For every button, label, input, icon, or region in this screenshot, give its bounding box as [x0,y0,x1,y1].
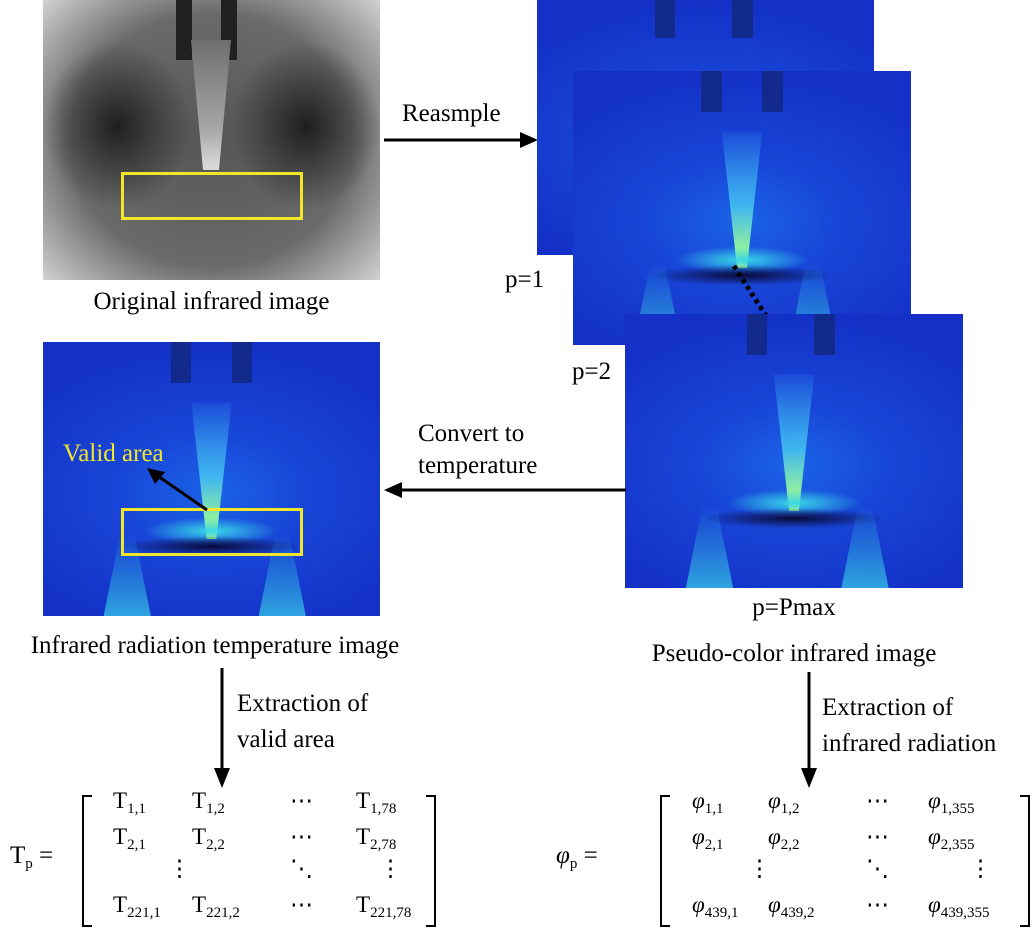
extract-valid-label-line1: Extraction of [237,690,368,719]
rod-left [171,342,191,383]
label-p2: p=2 [572,358,611,387]
matrix-t-cell: T1,78 [356,788,396,818]
matrix-t-lhs-symbol: T [10,842,25,869]
resample-arrow-head [520,132,538,148]
matrix-phi-left-bracket [660,795,670,927]
matrix-t-cell: T2,2 [192,824,225,854]
matrix-phi-cell: φ439,355 [928,892,989,922]
valid-area-pointer [143,466,213,514]
original-image-caption: Original infrared image [43,288,380,317]
rod-left [655,0,675,38]
resample-arrow [384,128,540,152]
matrix-t-cell: T221,78 [356,892,411,922]
matrix-phi-cell: φ2,2 [768,824,799,854]
matrix-t-cell: T1,2 [192,788,225,818]
matrix-phi-lhs-sub: p [570,856,578,872]
matrix-phi-cell: φ439,2 [768,892,814,922]
matrix-phi-lhs: φp = [556,842,598,873]
original-probe [191,40,231,170]
matrix-t-cell: T221,1 [113,892,161,922]
matrix-t-dots: ⋮ [168,856,191,882]
original-infrared-image [43,0,380,280]
matrix-phi-cell: ⋯ [866,788,889,814]
valid-area-pointer-line [155,474,207,510]
convert-label-line1: Convert to [418,420,524,449]
matrix-phi-lhs-symbol: φ [556,842,570,869]
resample-label: Reasmple [402,100,501,129]
extract-ir-arrow [797,672,821,790]
matrix-t-cell: ⋯ [290,824,313,850]
extract-ir-label-line1: Extraction of [822,694,953,723]
matrix-t-lhs: Tp = [10,842,53,873]
matrix-t-cell: T221,2 [192,892,240,922]
rod-right [762,71,782,112]
valid-area-label: Valid area [63,440,164,468]
matrix-phi-cell: φ2,1 [692,824,723,854]
matrix-t-cell: ⋯ [290,788,313,814]
matrix-t-cell: ⋯ [290,892,313,918]
matrix-phi-cell: φ2,355 [928,824,974,854]
matrix-phi-cell: φ1,2 [768,788,799,818]
convert-arrow-head [384,482,402,498]
convert-arrow [382,478,628,502]
pseudo-image-pmax [625,314,963,588]
temperature-image: Valid area [43,342,380,616]
label-p1: p=1 [505,266,544,295]
matrix-t-right-bracket [426,795,436,927]
matrix-t-dots: ⋱ [290,856,313,882]
original-rod-left [176,0,192,60]
matrix-t-lhs-sub: p [25,856,33,872]
matrix-t-cell: T2,1 [113,824,146,854]
matrix-phi-cell: φ1,1 [692,788,723,818]
matrix-t-cell: T1,1 [113,788,146,818]
original-valid-area-box [121,172,303,220]
label-pmax: p=Pmax [625,594,963,623]
matrix-phi-cell: φ1,355 [928,788,974,818]
matrix-phi-cell: φ439,1 [692,892,738,922]
rod-right [232,342,252,383]
matrix-phi-right-bracket [1020,795,1030,927]
valid-area-box [121,508,303,556]
matrix-t-dots: ⋮ [379,856,402,882]
convert-label-line2: temperature [418,452,537,481]
extract-ir-label-line2: infrared radiation [822,730,996,759]
matrix-t-left-bracket [82,795,92,927]
valid-area-pointer-head [147,468,165,484]
temperature-image-caption: Infrared radiation temperature image [0,632,430,661]
matrix-phi-dots: ⋮ [748,856,771,882]
rod-left [701,71,721,112]
rod-right [732,0,752,38]
extract-valid-label-line2: valid area [237,726,335,755]
matrix-phi-cell: ⋯ [866,892,889,918]
pseudo-image-caption: Pseudo-color infrared image [620,640,968,669]
matrix-t-cell: T2,78 [356,824,396,854]
matrix-phi-dots: ⋮ [969,856,992,882]
matrix-phi-dots: ⋱ [866,856,889,882]
extract-valid-arrow-head [214,768,230,788]
extract-ir-arrow-head [801,768,817,788]
matrix-phi-cell: ⋯ [866,824,889,850]
rod-right [814,314,834,355]
extract-valid-arrow [210,668,234,790]
rod-left [747,314,767,355]
